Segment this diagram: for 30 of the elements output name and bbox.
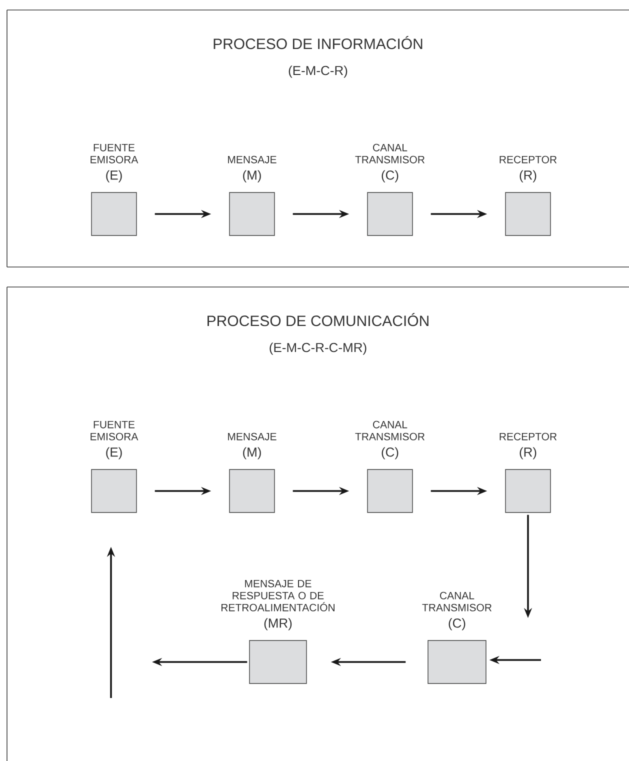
process-box: MENSAJE (M) bbox=[228, 432, 276, 513]
node-label: (MR) bbox=[264, 618, 292, 630]
node-label: MENSAJE bbox=[228, 156, 276, 164]
process-box: RECEPTOR (R) bbox=[500, 432, 557, 513]
node-label: RECEPTOR bbox=[500, 432, 557, 440]
node-label: (M) bbox=[243, 170, 261, 182]
node-label: RECEPTOR bbox=[500, 156, 557, 164]
process-box: RECEPTOR (R) bbox=[500, 156, 557, 236]
node-label: (M) bbox=[243, 447, 261, 460]
node-label: FUENTE EMISORA bbox=[90, 144, 138, 164]
node-label: MENSAJE DE RESPUESTA O DE RETROALIMENTACIÓN bbox=[221, 580, 335, 612]
node-label: CANAL TRANSMISOR bbox=[355, 144, 425, 164]
node-label: MENSAJE bbox=[228, 432, 276, 440]
process-box: MENSAJE DE RESPUESTA O DE RETROALIMENTACIÓN (MR) bbox=[222, 580, 334, 684]
node-label: CANAL TRANSMISOR bbox=[422, 592, 492, 612]
process-box: CANAL TRANSMISOR (C) bbox=[355, 420, 424, 513]
process-box: MENSAJE (M) bbox=[228, 156, 276, 236]
node-label: CANAL TRANSMISOR bbox=[355, 420, 425, 440]
node-label: (R) bbox=[520, 170, 536, 182]
process-box: FUENTE EMISORA (E) bbox=[90, 144, 138, 236]
node-label: (E) bbox=[106, 170, 122, 182]
process-box: CANAL TRANSMISOR (C) bbox=[355, 144, 424, 236]
process-box: CANAL TRANSMISOR (C) bbox=[422, 592, 492, 684]
node-label: FUENTE EMISORA bbox=[90, 420, 138, 440]
node-label: (E) bbox=[106, 447, 122, 460]
node-label: (C) bbox=[382, 170, 398, 182]
node-label: (R) bbox=[520, 447, 536, 460]
node-label: (C) bbox=[448, 618, 466, 630]
process-box: FUENTE EMISORA (E) bbox=[90, 421, 138, 513]
node-label: (C) bbox=[382, 447, 398, 460]
